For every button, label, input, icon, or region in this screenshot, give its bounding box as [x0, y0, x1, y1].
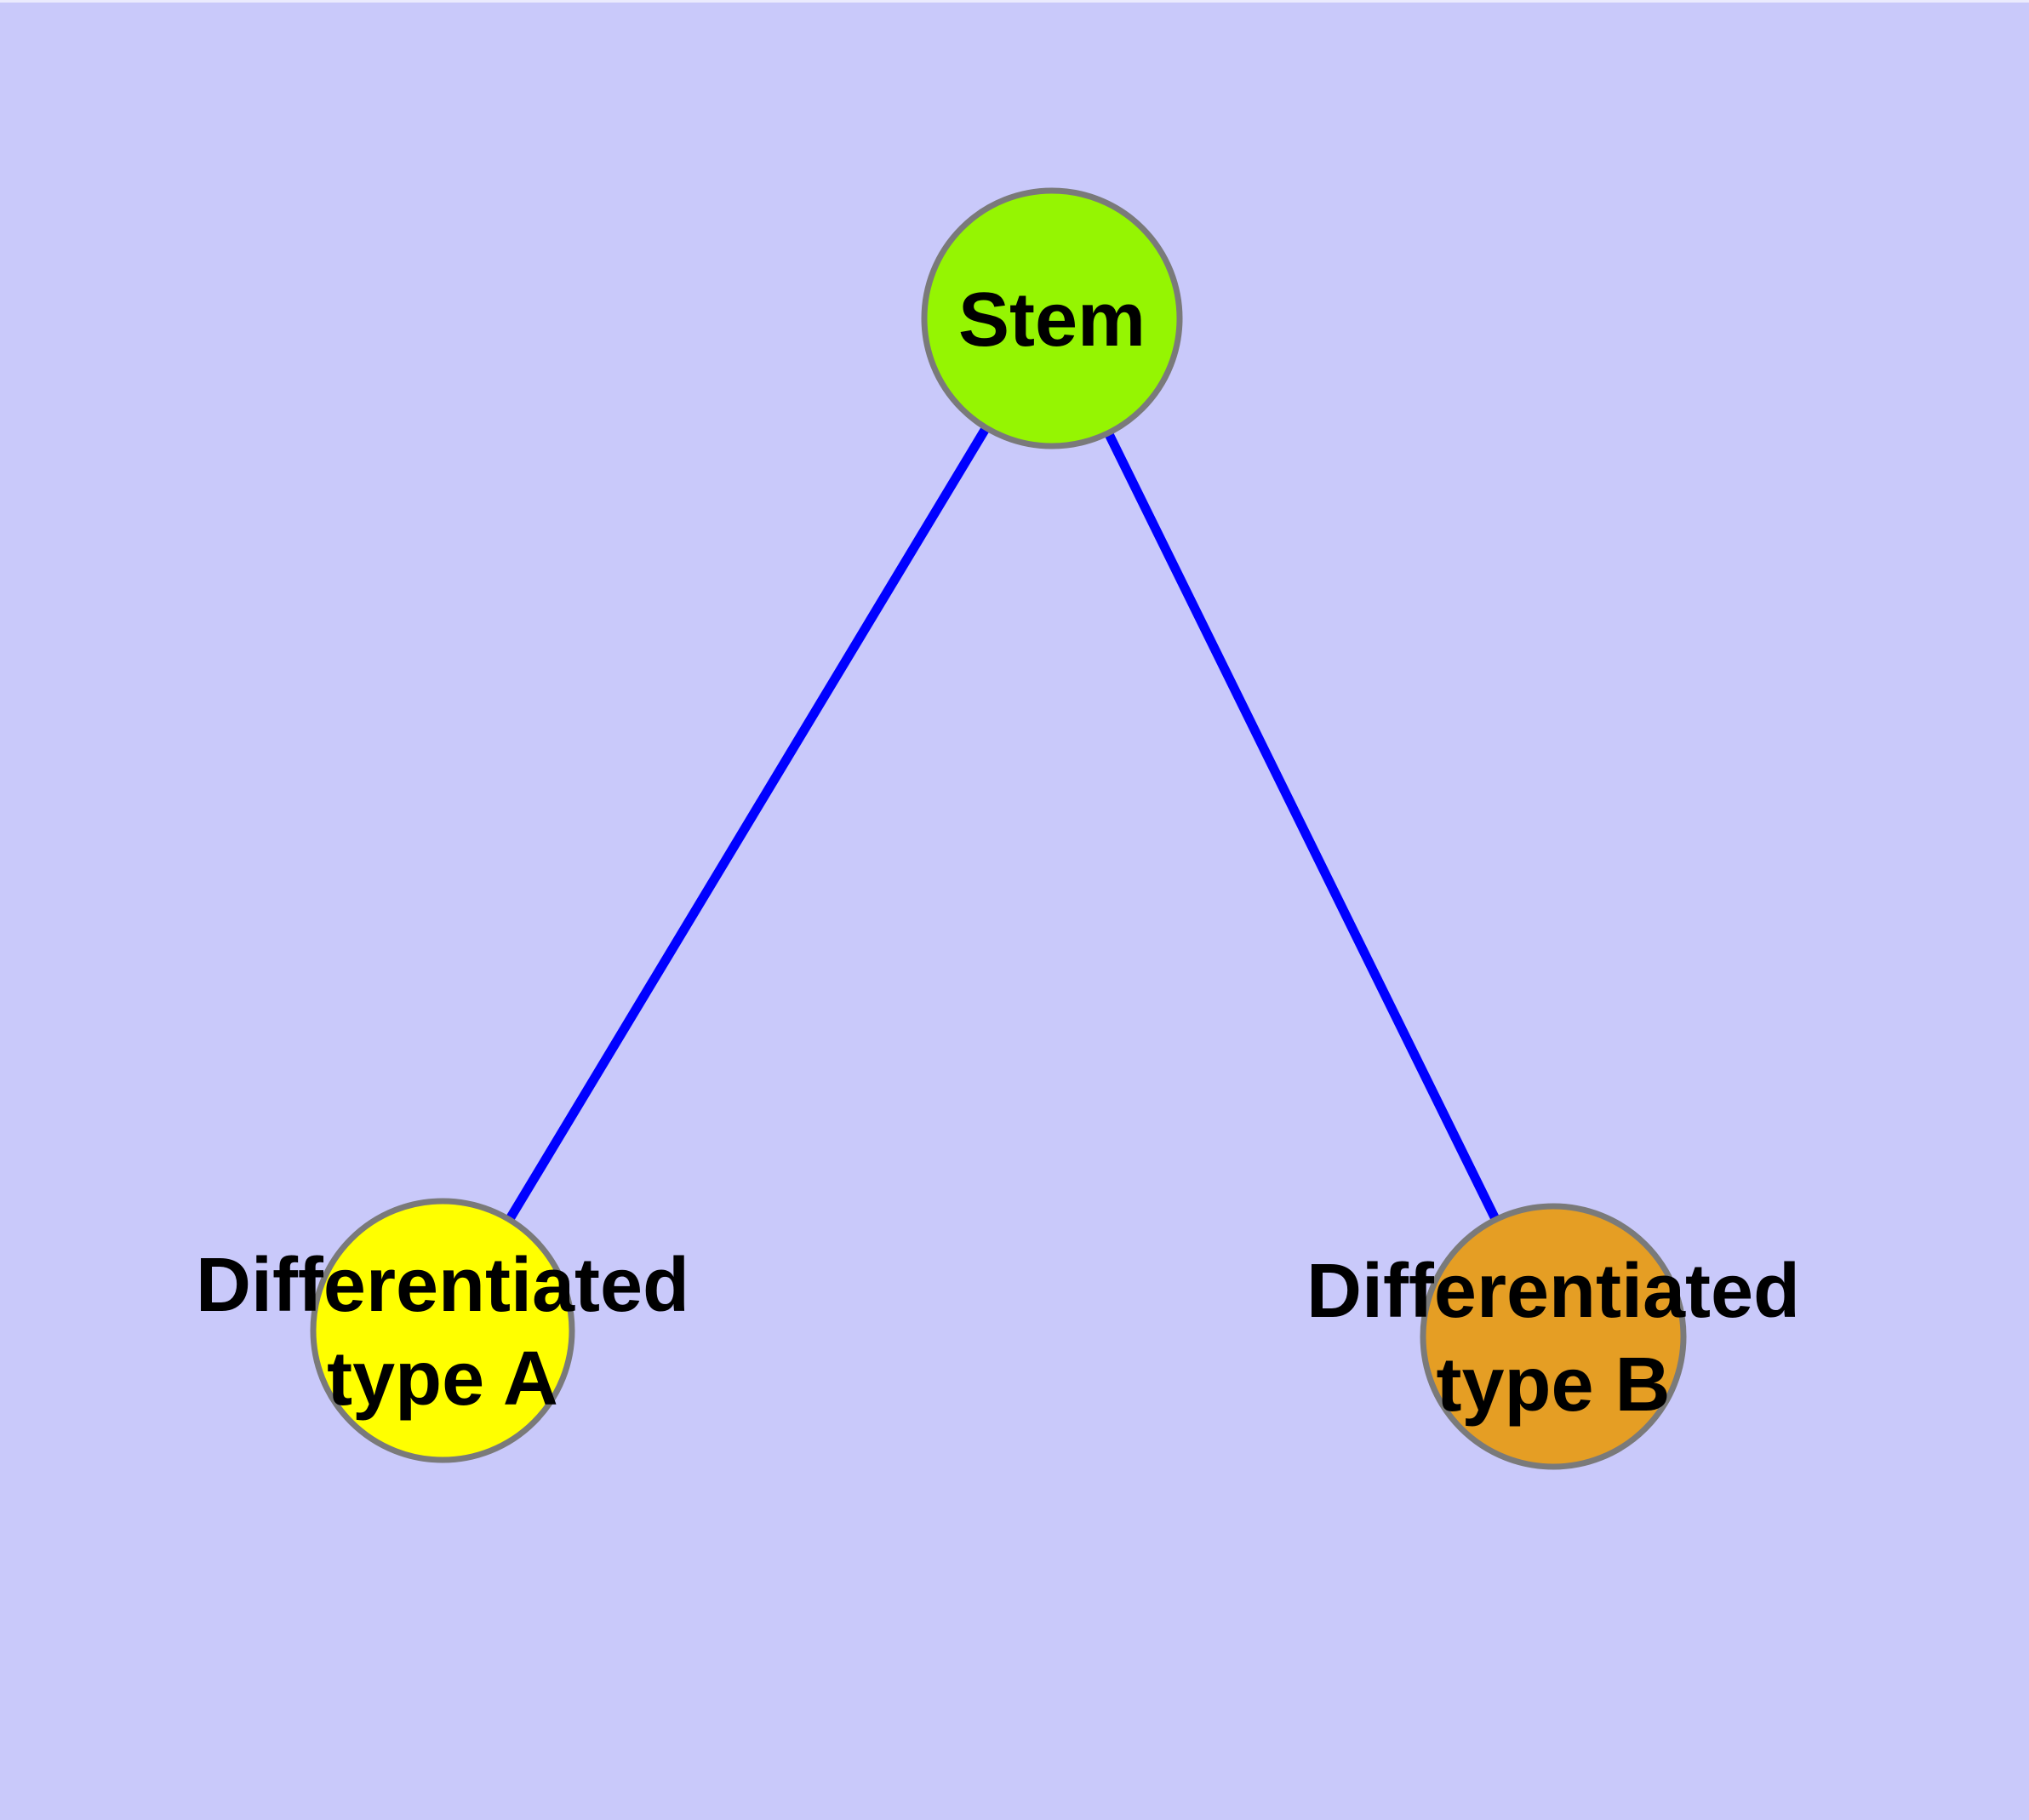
node-label-stem: Stem — [958, 278, 1146, 363]
nodes-layer — [310, 187, 1687, 1470]
edges-layer — [438, 316, 1557, 1339]
top-edge-highlight — [0, 0, 2029, 3]
node-stem — [921, 187, 1183, 449]
edge-stem-to-differentiated-type-a — [438, 316, 1056, 1333]
edge-stem-to-differentiated-type-b — [1048, 316, 1557, 1339]
node-differentiated-type-b — [1420, 1203, 1687, 1470]
node-differentiated-type-a — [310, 1198, 575, 1463]
